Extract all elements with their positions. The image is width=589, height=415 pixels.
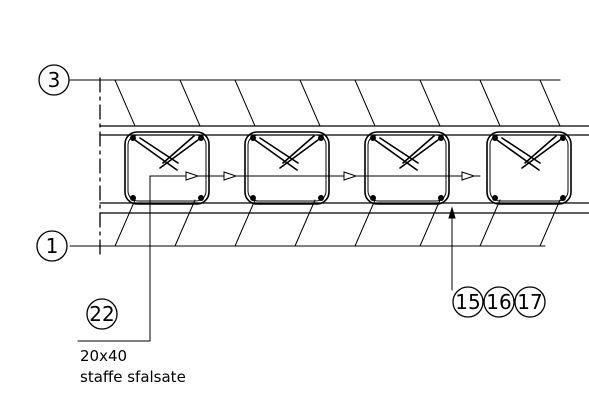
callout-1-leaders — [69, 199, 561, 247]
callout-22-label: 22 — [89, 302, 114, 326]
callout-1-label: 1 — [46, 234, 59, 258]
callout-15-label: 15 — [455, 290, 480, 314]
callout-22-circle — [86, 298, 118, 330]
top-longitudinal-bars — [99, 125, 589, 136]
callout-16-circle — [483, 286, 515, 318]
callout-3-circle — [38, 64, 70, 96]
callout-3-label: 3 — [48, 68, 61, 92]
callout-1-circle — [36, 230, 68, 262]
stagger-note: staffe sfalsate — [80, 368, 186, 386]
bottom-longitudinal-bars — [99, 202, 589, 214]
corner-bars — [130, 135, 566, 201]
callout-22-leader — [77, 175, 151, 342]
callout-15-16-17-leader — [448, 206, 456, 291]
stirrup-4 — [486, 131, 572, 205]
stagger-arrows — [149, 171, 481, 181]
callout-17-label: 17 — [517, 290, 542, 314]
callout-17-circle — [514, 286, 546, 318]
stirrup-2 — [244, 131, 330, 205]
callout-3-leaders — [69, 79, 561, 127]
stirrup-1 — [124, 131, 210, 205]
spacing-note: 20x40 — [80, 347, 127, 365]
callout-15-circle — [452, 286, 484, 318]
stirrup-3 — [364, 131, 450, 205]
callout-16-label: 16 — [486, 290, 511, 314]
